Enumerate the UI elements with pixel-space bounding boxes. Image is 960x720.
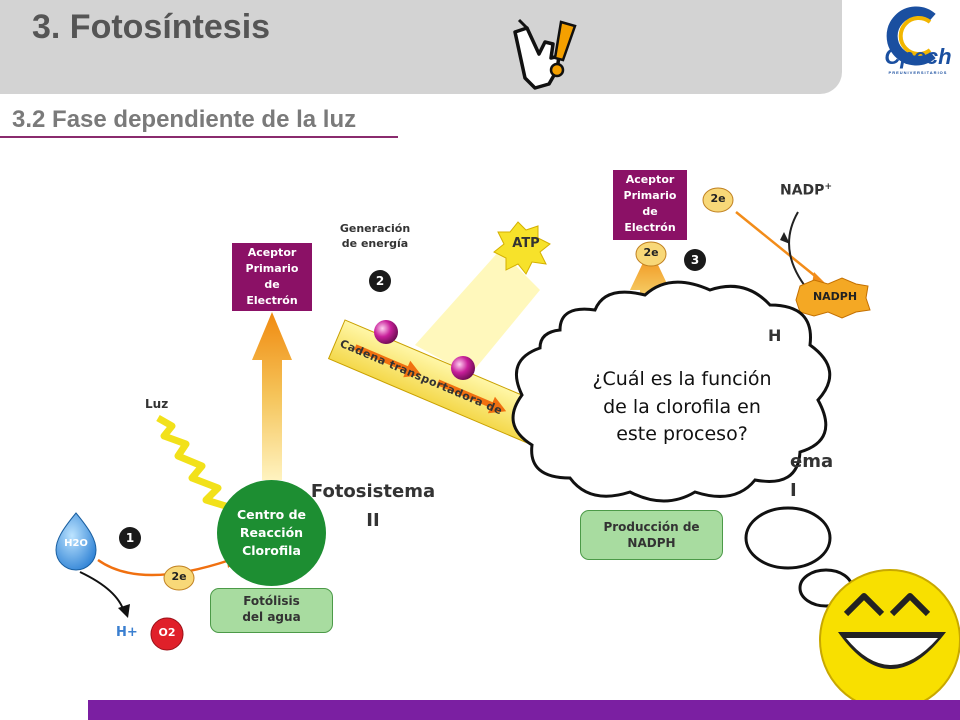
acceptor-psi: Aceptor Primario de Electrón (613, 170, 687, 240)
water-electron-arrow (97, 558, 231, 577)
exclamation-icon (553, 20, 577, 62)
nadp-label: NADP+ (780, 182, 832, 199)
logo-brand: Cpech (884, 44, 952, 69)
electron-circle (635, 241, 667, 267)
step-2-badge: 2 (369, 270, 391, 292)
thought-cloud (511, 280, 832, 503)
electron-label: 2e (710, 192, 726, 205)
reaction-center: Centro de Reacción Clorofila (217, 480, 326, 586)
hplus-arrow (79, 571, 125, 613)
up-arrow-psii (252, 312, 292, 480)
electron-circle (702, 187, 734, 213)
electron-to-nadph-arrow (735, 211, 821, 281)
thought-bubble-question: ¿Cuál es la función de la clorofila en e… (592, 368, 772, 446)
cpech-logo-icon (886, 6, 936, 66)
oxygen-circle (150, 617, 184, 651)
nadph-burst (795, 277, 871, 319)
electron-label: 2e (171, 570, 187, 583)
step-3-badge: 3 (684, 249, 706, 271)
partial-label: H (768, 326, 782, 345)
atp-burst (493, 221, 551, 275)
atp-energy-beam (415, 250, 540, 375)
acceptor-psii: Aceptor Primario de Electrón (232, 243, 312, 311)
electron-circle (163, 565, 195, 591)
nadp-curve-arrow (788, 211, 809, 291)
nadph-production-box: Producción de NADPH (580, 510, 723, 560)
photosystem-i-partial-label: ema I (790, 451, 834, 501)
footer-accent-bar (88, 700, 960, 720)
nadph-label: NADPH (812, 290, 858, 303)
hplus-label: H+ (116, 625, 138, 640)
header-bar (0, 0, 842, 94)
thought-bubble-dot (744, 506, 832, 570)
photolysis-box: Fotólisis del agua (210, 588, 333, 633)
water-label: H2O (64, 538, 88, 549)
page-title: 3. Fotosíntesis (32, 8, 271, 46)
light-zigzag (156, 414, 234, 512)
section-subtitle: 3.2 Fase dependiente de la luz (12, 106, 357, 133)
pointing-hand-icon (513, 18, 577, 90)
carrier-ball (451, 356, 475, 380)
atp-label: ATP (512, 236, 540, 251)
step-1-badge: 1 (119, 527, 141, 549)
oxygen-label: O2 (158, 626, 176, 639)
carrier-ball (374, 320, 398, 344)
water-drop-icon (55, 512, 97, 571)
subtitle-underline (0, 136, 398, 138)
photosystem-ii-label: Fotosistema II (310, 481, 436, 531)
energy-generation-label: Generación de energía (339, 222, 411, 250)
logo-tagline: PREUNIVERSITARIOS (888, 70, 948, 75)
light-label: Luz (145, 397, 169, 411)
electron-label: 2e (643, 246, 659, 259)
